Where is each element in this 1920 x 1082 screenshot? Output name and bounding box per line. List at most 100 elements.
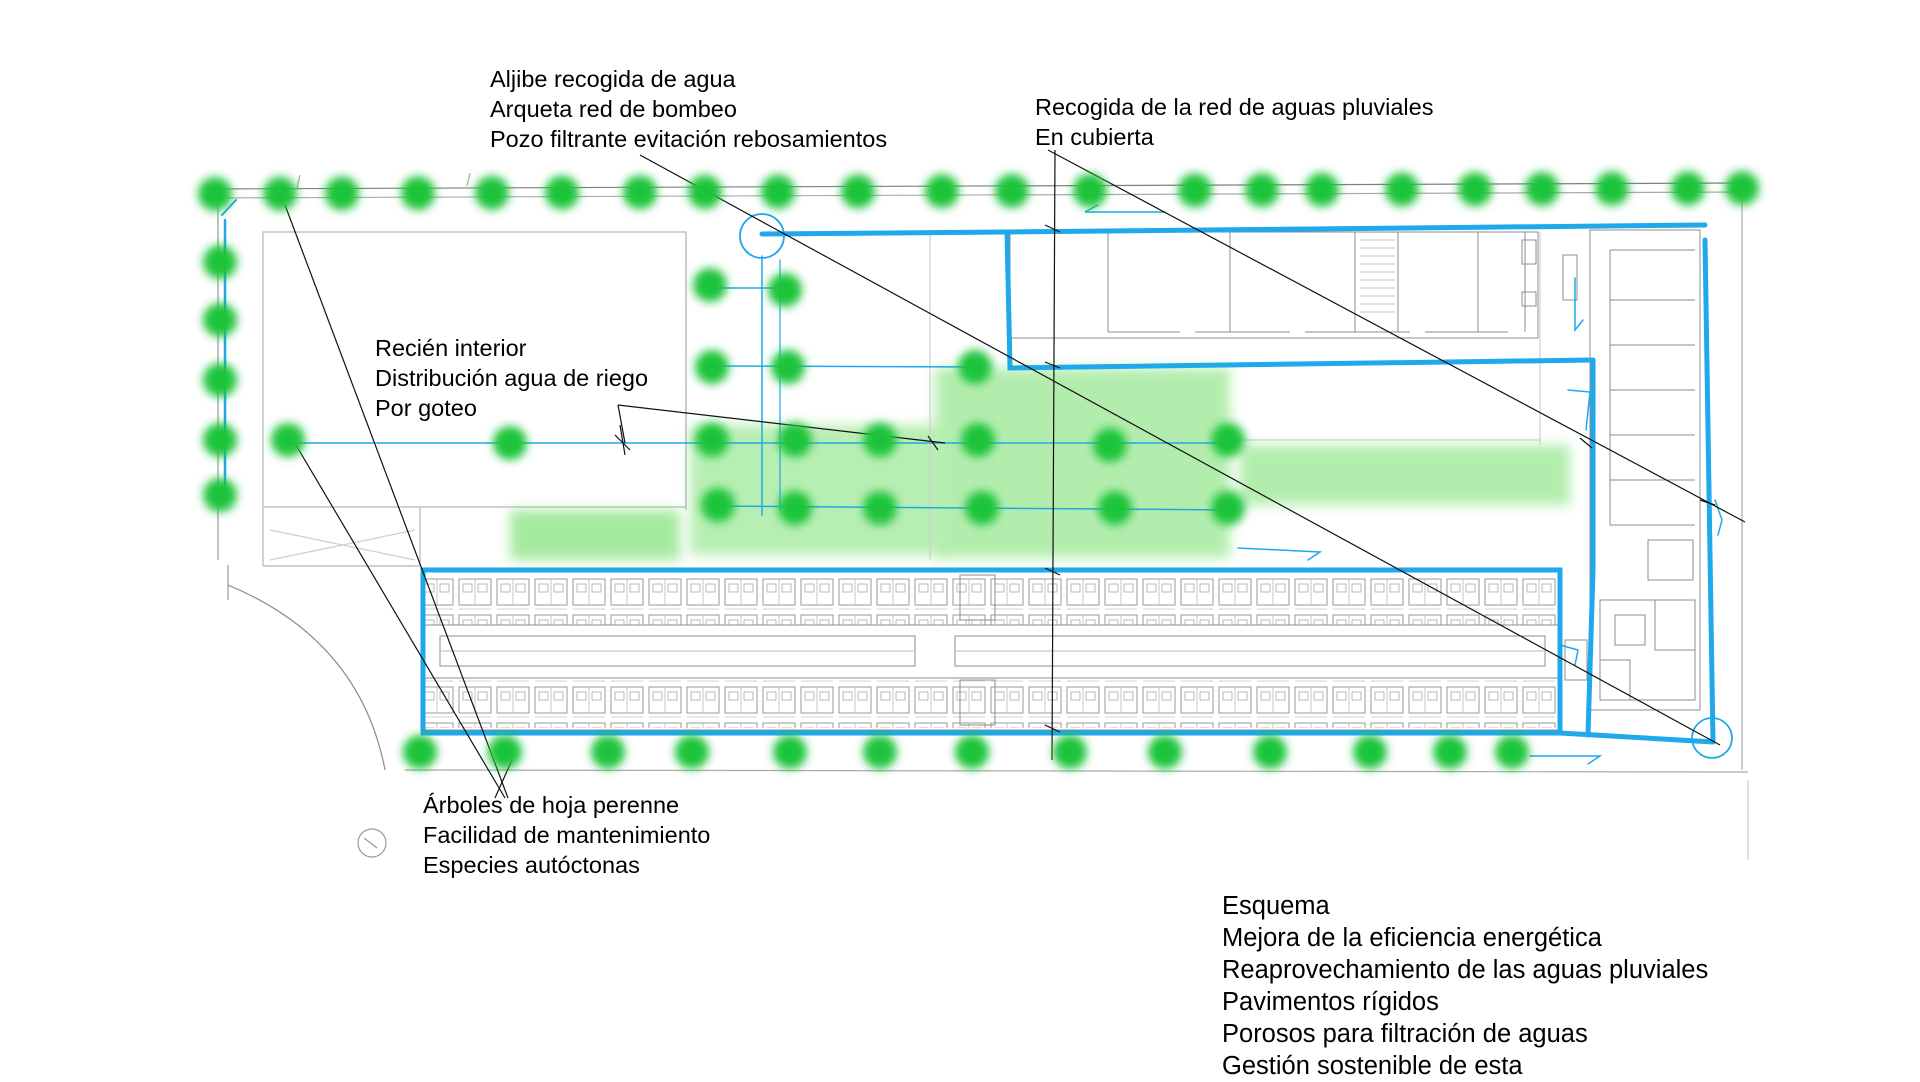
cistern-label: Aljibe recogida de agua Arqueta red de b… <box>490 64 887 154</box>
tree-icon <box>1178 173 1212 208</box>
tree-icon <box>688 175 722 210</box>
rain-collection-label: Recogida de la red de aguas pluviales En… <box>1035 92 1433 152</box>
tree-icon <box>1495 735 1529 769</box>
tree-icon <box>768 273 802 307</box>
label-line: Aljibe recogida de agua <box>490 66 736 92</box>
tree-icon <box>203 245 237 279</box>
pump-well-icon <box>1691 717 1733 759</box>
label-line: Porosos para filtración de aguas <box>1222 1020 1588 1048</box>
water-network <box>221 199 1733 765</box>
tree-icon <box>778 491 812 525</box>
tree-icon <box>1525 171 1559 206</box>
tree-icon <box>401 176 435 211</box>
tree-icon <box>325 176 359 211</box>
tree-icon <box>863 735 897 769</box>
tree-icon <box>1053 735 1087 769</box>
tree-icon <box>1098 491 1132 525</box>
tree-icon <box>925 174 959 209</box>
tree-icon <box>761 174 795 209</box>
irrigation-label: Recién interior Distribución agua de rie… <box>375 333 648 423</box>
label-line: Facilidad de mantenimiento <box>423 822 711 848</box>
lawn-area <box>1240 445 1570 505</box>
tree-icon <box>958 350 992 384</box>
flow-arrow-icon <box>1714 499 1723 536</box>
tree-icon <box>695 350 729 384</box>
rain-collection-line <box>759 229 1010 237</box>
tree-icon <box>965 491 999 525</box>
flow-arrow-icon <box>1567 389 1591 431</box>
tree-icon <box>493 426 527 460</box>
scheme-title: Esquema <box>1222 892 1330 920</box>
tree-icon <box>591 735 625 769</box>
lawn-area <box>510 510 680 560</box>
rain-collection-line <box>1702 237 1716 745</box>
tree-icon <box>271 423 305 457</box>
tree-icon <box>488 735 522 769</box>
label-line: Arqueta red de bombeo <box>490 96 737 122</box>
tree-icon <box>203 478 237 512</box>
tree-icon <box>773 735 807 769</box>
tree-icon <box>1458 172 1492 207</box>
lawn-area <box>935 368 1230 558</box>
label-line: Gestión sostenible de esta <box>1222 1052 1523 1080</box>
tree-icon <box>693 268 727 302</box>
tree-icon <box>1211 423 1245 457</box>
leader-lines <box>284 149 1746 799</box>
lawn-areas <box>510 368 1570 560</box>
tree-icon <box>995 173 1029 208</box>
flow-arrows <box>1084 204 1723 765</box>
tree-icon <box>403 735 437 769</box>
label-line: Mejora de la eficiencia energética <box>1222 924 1602 952</box>
tree-icon <box>961 423 995 457</box>
flow-arrow-icon <box>1084 204 1166 213</box>
tree-icon <box>203 423 237 457</box>
label-line: Pozo filtrante evitación rebosamientos <box>490 126 888 152</box>
upper-building <box>1009 231 1539 339</box>
tree-icon <box>955 735 989 769</box>
tree-icon <box>1211 491 1245 525</box>
tree-icon <box>198 177 232 211</box>
flow-arrow-icon <box>1529 755 1603 765</box>
tree-icon <box>841 174 875 209</box>
right-building <box>1562 229 1701 711</box>
rain-collection-line <box>1004 229 1596 371</box>
tree-icon <box>771 350 805 384</box>
tree-icon <box>1595 171 1629 206</box>
label-line: Por goteo <box>375 395 477 421</box>
tree-icon <box>675 735 709 769</box>
label-line: Recogida de la red de aguas pluviales <box>1035 94 1434 120</box>
rain-collection-line <box>221 199 237 216</box>
label-line: Árboles de hoja perenne <box>423 792 680 818</box>
tree-icon <box>1433 735 1467 769</box>
flow-arrow-icon <box>1237 547 1323 561</box>
tree-icon <box>1073 173 1107 208</box>
trees <box>198 171 1759 769</box>
tree-icon <box>263 176 297 211</box>
tree-icon <box>863 423 897 457</box>
tree-icon <box>701 488 735 522</box>
flow-arrow-icon <box>1574 277 1584 333</box>
tree-icon <box>1148 735 1182 769</box>
tree-icon <box>863 491 897 525</box>
label-line: Distribución agua de riego <box>375 365 649 391</box>
tree-icon <box>695 423 729 457</box>
north-arrow-icon <box>357 828 387 858</box>
tree-icon <box>1725 171 1759 206</box>
label-line: Pavimentos rígidos <box>1222 988 1439 1016</box>
rain-collection-line <box>420 567 1563 736</box>
label-line: Recién interior <box>375 335 527 361</box>
tree-icon <box>475 175 509 210</box>
tree-icon <box>778 423 812 457</box>
tree-icon <box>623 175 657 210</box>
scheme-legend: Esquema Mejora de la eficiencia energéti… <box>1222 890 1708 1082</box>
tree-icon <box>1671 171 1705 206</box>
tree-icon <box>1385 172 1419 207</box>
tree-icon <box>1353 735 1387 769</box>
tree-icon <box>1245 173 1279 208</box>
rain-collection-line <box>1585 357 1596 738</box>
tree-icon <box>203 363 237 397</box>
tree-icon <box>1093 428 1127 462</box>
label-line: Especies autóctonas <box>423 852 640 878</box>
label-line: Reaprovechamiento de las aguas pluviales <box>1222 956 1709 984</box>
